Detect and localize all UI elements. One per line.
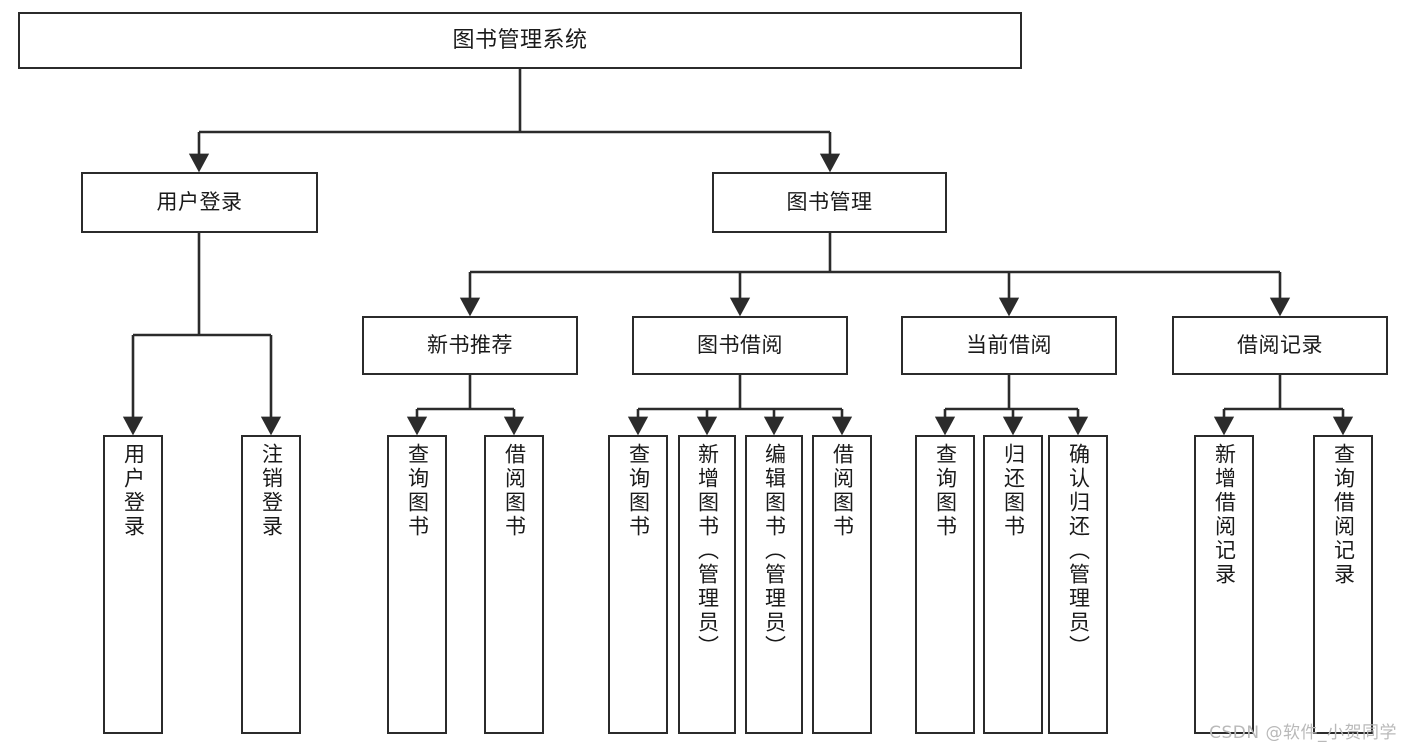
leaf-query-record[interactable]: 查询借阅记录 [1313,435,1373,734]
leaf-borrow-book-1-label: 借阅图书 [502,443,527,539]
leaf-add-record-label: 新增借阅记录 [1212,443,1237,587]
node-root-label: 图书管理系统 [452,27,588,53]
node-book-borrow[interactable]: 图书借阅 [632,316,848,375]
node-current-borrow-label: 当前借阅 [966,333,1052,358]
node-borrow-record[interactable]: 借阅记录 [1172,316,1388,375]
leaf-confirm-return-label: 确认归还（管理员） [1066,443,1091,659]
leaf-query-book-1[interactable]: 查询图书 [387,435,447,734]
leaf-query-book-2-label: 查询图书 [626,443,651,539]
leaf-user-login-label: 用户登录 [121,443,146,539]
leaf-query-book-3[interactable]: 查询图书 [915,435,975,734]
leaf-edit-book[interactable]: 编辑图书（管理员） [745,435,803,734]
leaf-user-logout[interactable]: 注销登录 [241,435,301,734]
leaf-query-book-1-label: 查询图书 [405,443,430,539]
node-book-manage[interactable]: 图书管理 [712,172,947,233]
leaf-user-login[interactable]: 用户登录 [103,435,163,734]
node-book-borrow-label: 图书借阅 [697,333,783,358]
leaf-add-record[interactable]: 新增借阅记录 [1194,435,1254,734]
leaf-return-book-label: 归还图书 [1001,443,1026,539]
leaf-add-book[interactable]: 新增图书（管理员） [678,435,736,734]
leaf-query-book-3-label: 查询图书 [933,443,958,539]
node-new-book-rec-label: 新书推荐 [427,333,513,358]
leaf-borrow-book-2[interactable]: 借阅图书 [812,435,872,734]
node-current-borrow[interactable]: 当前借阅 [901,316,1117,375]
csdn-watermark: CSDN @软件_小贺同学 [1209,723,1397,743]
leaf-confirm-return[interactable]: 确认归还（管理员） [1048,435,1108,734]
leaf-query-book-2[interactable]: 查询图书 [608,435,668,734]
leaf-user-logout-label: 注销登录 [259,443,284,539]
node-user-login[interactable]: 用户登录 [81,172,318,233]
node-root[interactable]: 图书管理系统 [18,12,1022,69]
leaf-edit-book-label: 编辑图书（管理员） [762,443,787,659]
leaf-borrow-book-2-label: 借阅图书 [830,443,855,539]
leaf-add-book-label: 新增图书（管理员） [695,443,720,659]
node-new-book-rec[interactable]: 新书推荐 [362,316,578,375]
leaf-borrow-book-1[interactable]: 借阅图书 [484,435,544,734]
leaf-query-record-label: 查询借阅记录 [1331,443,1356,587]
node-book-manage-label: 图书管理 [786,190,873,215]
node-borrow-record-label: 借阅记录 [1237,333,1323,358]
node-user-login-label: 用户登录 [156,190,243,215]
leaf-return-book[interactable]: 归还图书 [983,435,1043,734]
